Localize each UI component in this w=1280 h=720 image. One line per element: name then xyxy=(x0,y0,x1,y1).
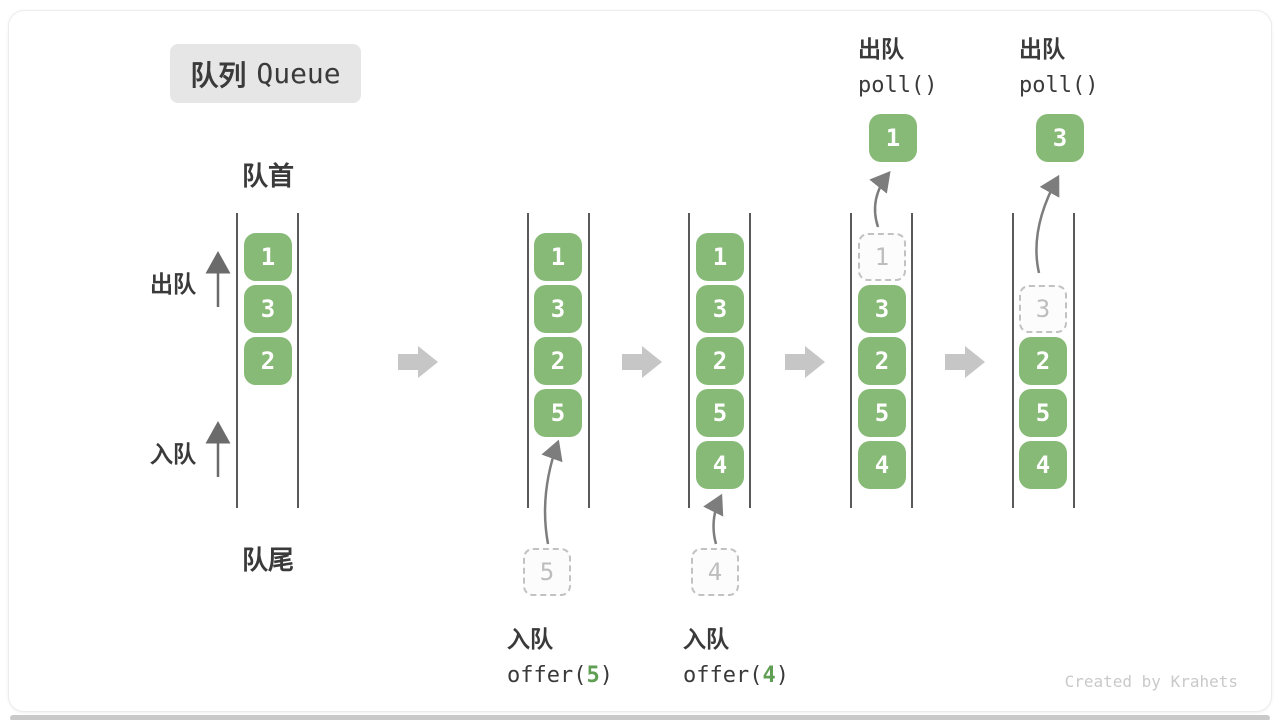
queue-wall xyxy=(527,213,529,508)
offer-fn-pre: offer( xyxy=(683,663,763,688)
queue-element: 4 xyxy=(696,441,744,489)
queue-element: 2 xyxy=(696,337,744,385)
title-en: Queue xyxy=(256,57,341,90)
polled-element-3: 3 xyxy=(1036,114,1084,162)
queue-slot-dashed: 1 xyxy=(858,233,906,281)
queue-element: 2 xyxy=(1019,337,1067,385)
poll-caption-label: 出队 xyxy=(1019,36,1065,62)
queue-element: 1 xyxy=(244,233,292,281)
queue-element: 5 xyxy=(1019,389,1067,437)
queue-wall xyxy=(1073,213,1075,508)
queue-element: 2 xyxy=(858,337,906,385)
poll-caption-fn: poll() xyxy=(1019,73,1099,98)
offer-fn-post: ) xyxy=(775,663,789,688)
offer-fn-pre: offer( xyxy=(507,663,587,688)
offer-caption-4: 入队 offer(4) xyxy=(683,620,789,688)
queue-wall xyxy=(850,213,852,508)
poll-caption-label: 出队 xyxy=(858,36,904,62)
queue-wall xyxy=(236,213,238,508)
offer-caption-label: 入队 xyxy=(683,626,729,652)
queue-element: 4 xyxy=(1019,441,1067,489)
queue-rear-label: 队尾 xyxy=(241,545,294,575)
offer-fn-arg: 5 xyxy=(586,663,600,688)
queue-wall xyxy=(688,213,690,508)
bottom-divider xyxy=(10,715,1270,720)
poll-caption-2: 出队 poll() xyxy=(1019,30,1098,98)
queue-element: 3 xyxy=(696,285,744,333)
pending-element-5: 5 xyxy=(523,548,571,596)
queue-element: 5 xyxy=(534,389,582,437)
offer-caption-fn: offer(5) xyxy=(507,663,613,688)
queue-front-label: 队首 xyxy=(241,161,294,191)
title-zh: 队列 xyxy=(190,59,247,91)
queue-element: 1 xyxy=(534,233,582,281)
queue-element: 3 xyxy=(534,285,582,333)
queue-element: 2 xyxy=(244,337,292,385)
queue-element: 1 xyxy=(696,233,744,281)
offer-caption-5: 入队 offer(5) xyxy=(507,620,613,688)
queue-element: 2 xyxy=(534,337,582,385)
poll-caption-1: 出队 poll() xyxy=(858,30,937,98)
queue-element: 5 xyxy=(858,389,906,437)
dequeue-label: 出队 xyxy=(150,271,196,297)
queue-element: 4 xyxy=(858,441,906,489)
offer-fn-post: ) xyxy=(599,663,613,688)
enqueue-label: 入队 xyxy=(150,441,196,467)
queue-wall xyxy=(1012,213,1014,508)
watermark: Created by Krahets xyxy=(1064,672,1238,691)
polled-element-1: 1 xyxy=(869,114,917,162)
queue-wall xyxy=(749,213,751,508)
pending-element-4: 4 xyxy=(691,548,739,596)
offer-caption-label: 入队 xyxy=(507,626,553,652)
queue-element: 5 xyxy=(696,389,744,437)
title-badge: 队列 Queue xyxy=(170,44,361,103)
offer-caption-fn: offer(4) xyxy=(683,663,789,688)
queue-wall xyxy=(588,213,590,508)
diagram-card xyxy=(8,10,1272,712)
queue-element: 3 xyxy=(858,285,906,333)
queue-wall xyxy=(911,213,913,508)
queue-element: 3 xyxy=(244,285,292,333)
queue-wall xyxy=(297,213,299,508)
poll-caption-fn: poll() xyxy=(858,73,938,98)
offer-fn-arg: 4 xyxy=(762,663,776,688)
queue-slot-dashed: 3 xyxy=(1019,285,1067,333)
